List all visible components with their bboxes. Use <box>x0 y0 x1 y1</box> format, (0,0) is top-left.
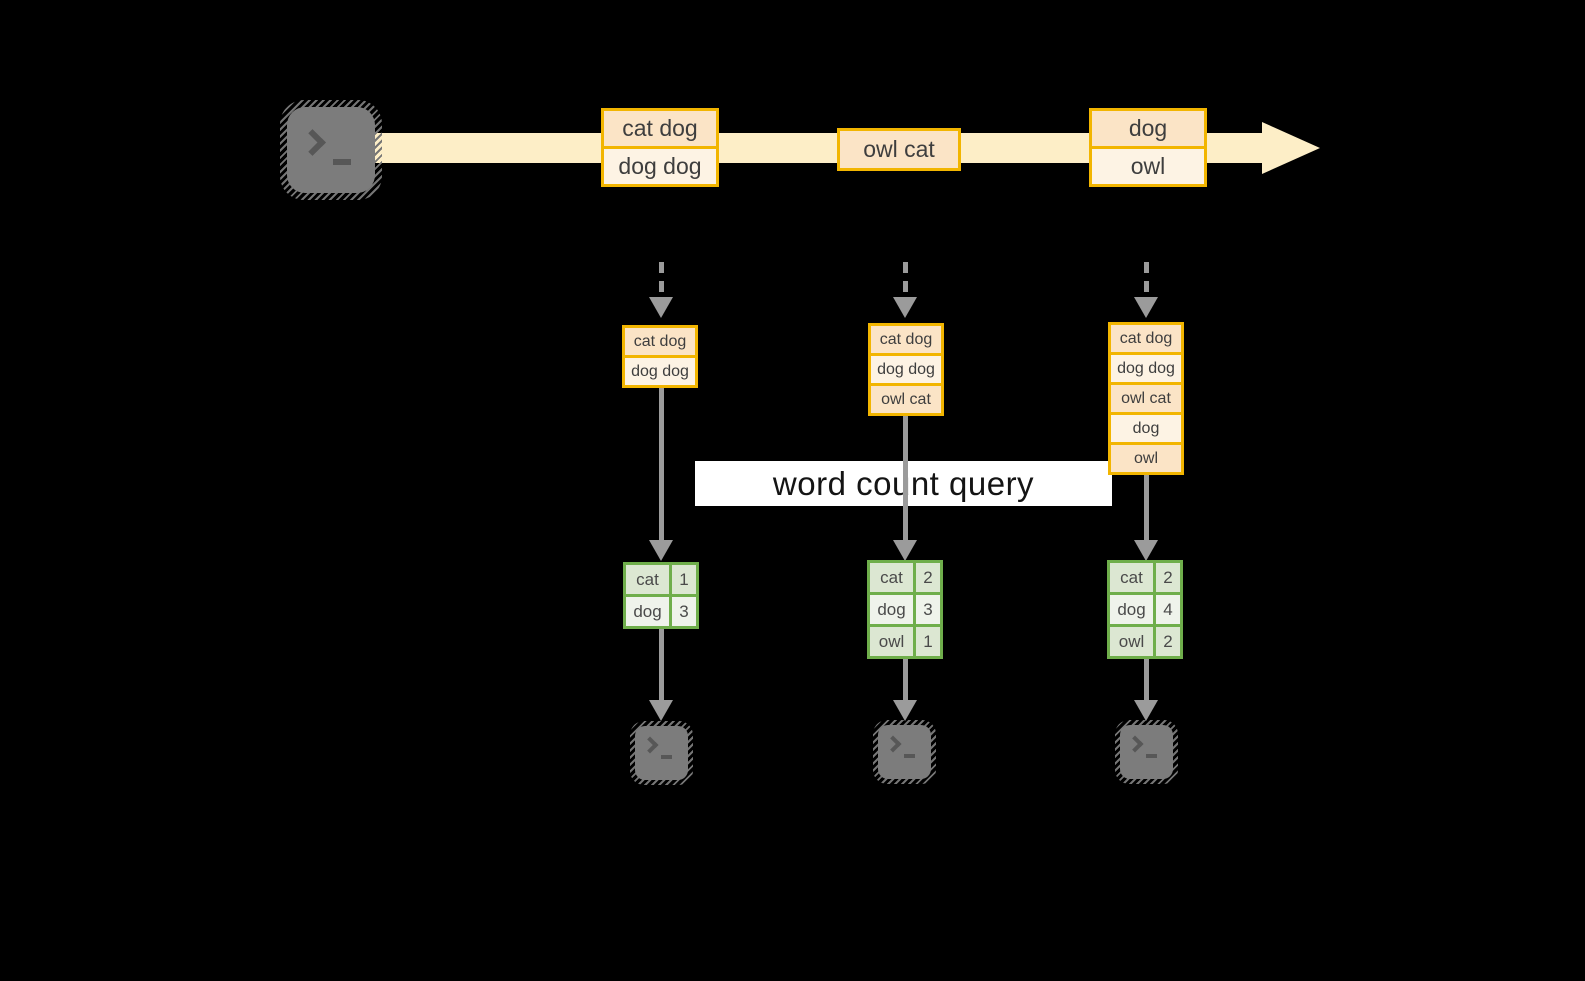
state-line: owl <box>1111 445 1181 472</box>
prompt-chevron-icon <box>884 735 902 753</box>
prompt-cursor-icon <box>904 754 915 758</box>
message-line: dog dog <box>604 149 716 184</box>
query-arrow-head-1 <box>649 540 673 561</box>
count-word: cat <box>870 563 913 592</box>
terminal-screen <box>1120 725 1173 779</box>
state-line: dog dog <box>871 356 941 383</box>
output-arrow-head-1 <box>649 700 673 721</box>
terminal-screen <box>635 726 688 780</box>
output-arrow-line-1 <box>659 629 664 701</box>
query-arrow-line-1 <box>659 388 664 540</box>
query-arrow-line-2 <box>903 416 908 540</box>
dashed-arrow-line-3 <box>1144 262 1149 298</box>
prompt-cursor-icon <box>333 159 351 165</box>
state-line: owl cat <box>1111 385 1181 412</box>
count-word: cat <box>1110 563 1153 592</box>
sink-terminal-icon-3 <box>1115 720 1178 784</box>
state-line: cat dog <box>1111 325 1181 352</box>
state-box-3: cat dog dog dog owl cat dog owl <box>1108 322 1184 475</box>
count-table-2: cat 2 dog 3 owl 1 <box>867 560 943 659</box>
state-line: dog dog <box>625 358 695 385</box>
terminal-screen <box>287 107 375 193</box>
count-word: dog <box>870 595 913 624</box>
count-word: owl <box>870 627 913 656</box>
state-line: cat dog <box>871 326 941 353</box>
stream-message-3: dog owl <box>1089 108 1207 187</box>
state-box-1: cat dog dog dog <box>622 325 698 388</box>
query-arrow-head-2 <box>893 540 917 561</box>
state-line: dog <box>1111 415 1181 442</box>
sink-terminal-icon-1 <box>630 721 693 785</box>
state-line: dog dog <box>1111 355 1181 382</box>
state-line: owl cat <box>871 386 941 413</box>
stream-message-2: owl cat <box>837 128 961 171</box>
stream-arrow-head-icon <box>1262 122 1320 174</box>
message-line: owl cat <box>840 131 958 168</box>
sink-terminal-icon-2 <box>873 720 936 784</box>
output-arrow-line-2 <box>903 659 908 701</box>
count-value: 3 <box>672 597 696 626</box>
query-arrow-head-3 <box>1134 540 1158 561</box>
dashed-arrow-head-1 <box>649 297 673 318</box>
count-value: 1 <box>916 627 940 656</box>
message-line: owl <box>1092 149 1204 184</box>
dashed-arrow-head-3 <box>1134 297 1158 318</box>
terminal-screen <box>878 725 931 779</box>
stream-message-1: cat dog dog dog <box>601 108 719 187</box>
count-value: 2 <box>1156 627 1180 656</box>
state-box-2: cat dog dog dog owl cat <box>868 323 944 416</box>
count-value: 3 <box>916 595 940 624</box>
count-word: cat <box>626 565 669 594</box>
count-word: dog <box>1110 595 1153 624</box>
output-arrow-line-3 <box>1144 659 1149 701</box>
message-line: cat dog <box>604 111 716 146</box>
dashed-arrow-line-2 <box>903 262 908 298</box>
prompt-chevron-icon <box>1126 735 1144 753</box>
source-terminal-icon <box>280 100 382 200</box>
message-line: dog <box>1092 111 1204 146</box>
count-value: 1 <box>672 565 696 594</box>
count-table-3: cat 2 dog 4 owl 2 <box>1107 560 1183 659</box>
dashed-arrow-line-1 <box>659 262 664 298</box>
prompt-cursor-icon <box>661 755 672 759</box>
count-value: 2 <box>916 563 940 592</box>
prompt-cursor-icon <box>1146 754 1157 758</box>
query-arrow-line-3 <box>1144 475 1149 540</box>
prompt-chevron-icon <box>299 129 326 156</box>
count-value: 4 <box>1156 595 1180 624</box>
prompt-chevron-icon <box>641 736 659 754</box>
count-word: dog <box>626 597 669 626</box>
dashed-arrow-head-2 <box>893 297 917 318</box>
count-table-1: cat 1 dog 3 <box>623 562 699 629</box>
count-word: owl <box>1110 627 1153 656</box>
count-value: 2 <box>1156 563 1180 592</box>
state-line: cat dog <box>625 328 695 355</box>
output-arrow-head-3 <box>1134 700 1158 721</box>
output-arrow-head-2 <box>893 700 917 721</box>
